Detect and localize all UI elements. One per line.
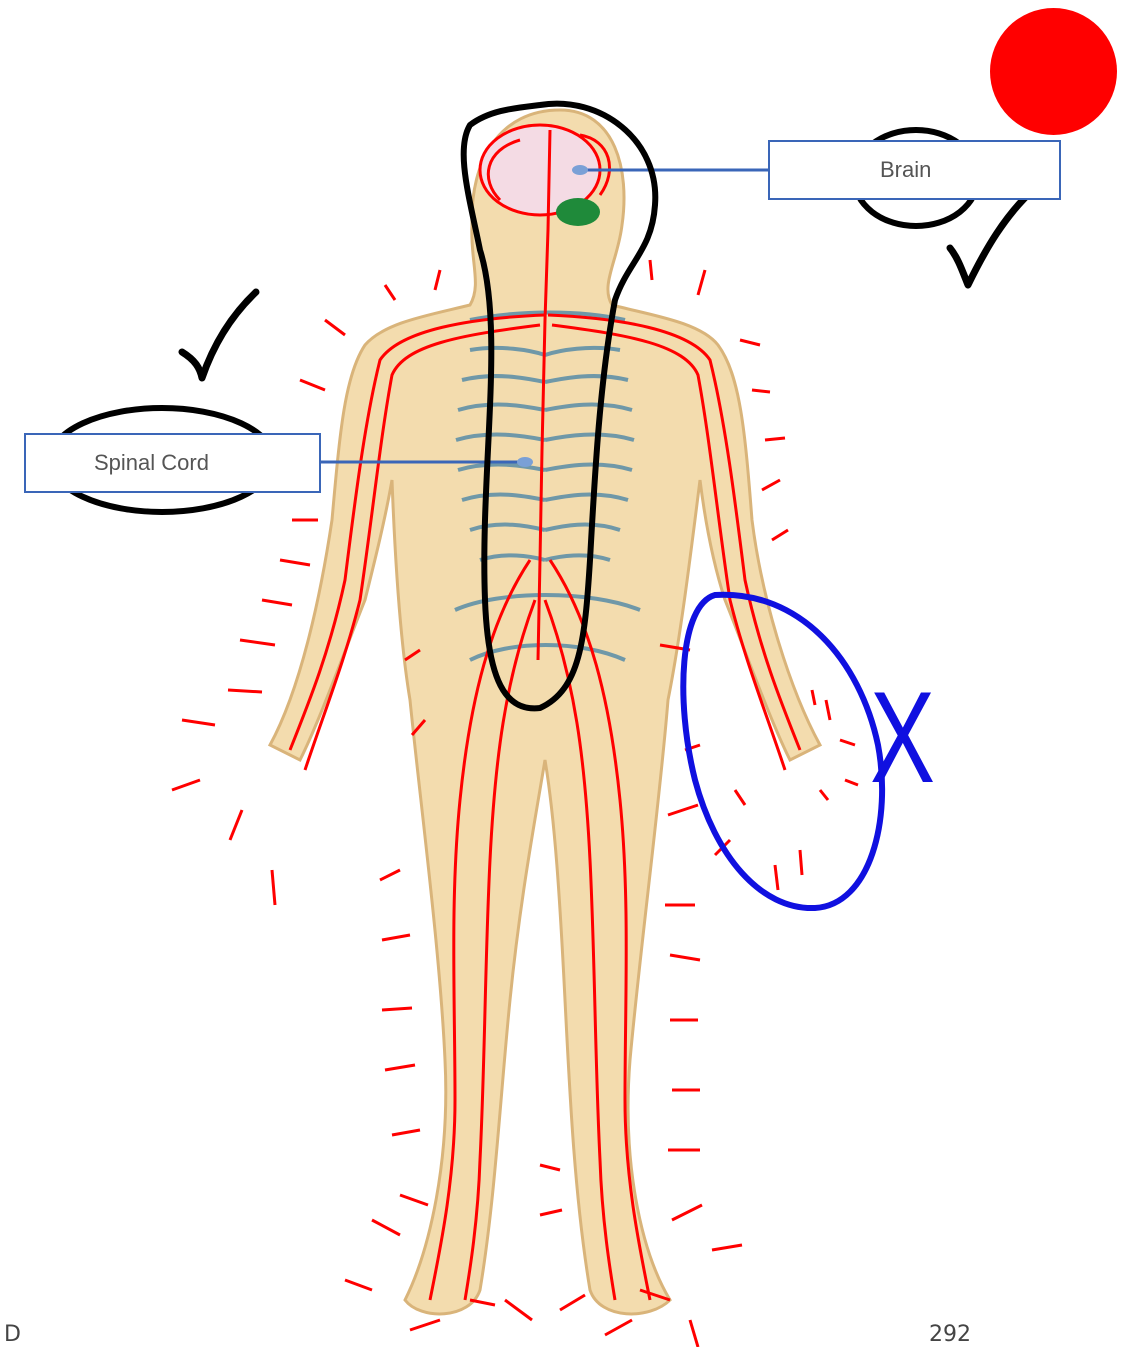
spinal-cord-label: Spinal Cord: [94, 450, 209, 476]
x-mark-icon: X: [870, 672, 935, 802]
checkmark-icon: [182, 292, 256, 378]
checkmark-icon: [950, 188, 1035, 285]
record-dot-icon: [990, 8, 1117, 135]
spinal-pointer: [517, 457, 533, 467]
footer-left-label: D: [4, 1322, 21, 1347]
brain-label: Brain: [880, 157, 931, 183]
page-number: 292: [929, 1322, 971, 1347]
cerebellum: [556, 198, 600, 226]
brain-pointer: [572, 165, 588, 175]
hand-circle-annotation: [683, 595, 882, 908]
spinal-cord-label-box: Spinal Cord: [24, 433, 321, 493]
brain-label-box: Brain: [768, 140, 1061, 200]
